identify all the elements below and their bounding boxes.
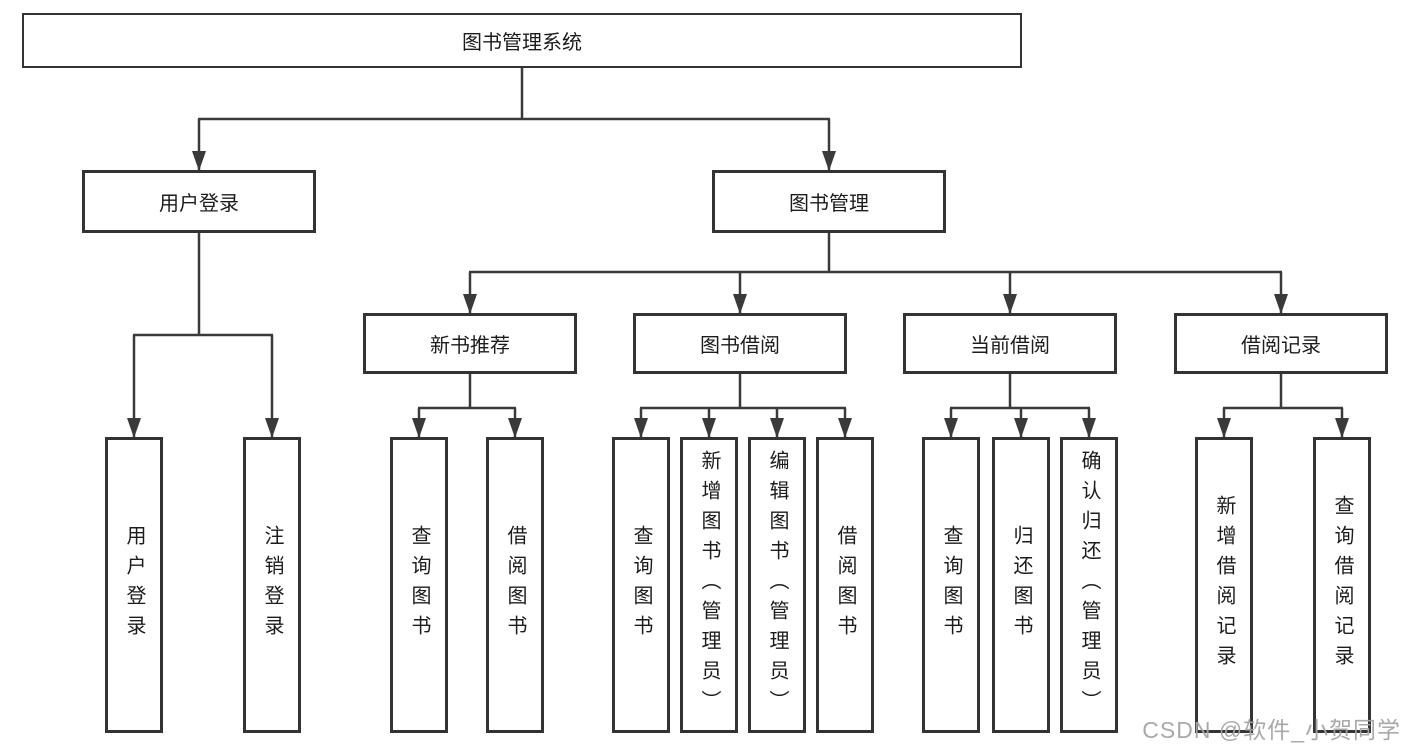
node-leaf-borrow-books: 借阅图书	[816, 437, 874, 733]
node-leaf-query-books-borrowing: 查询图书	[612, 437, 670, 733]
csdn-watermark: CSDN @软件_小贺同学	[1142, 717, 1401, 743]
node-leaf-query-books-current: 查询图书	[922, 437, 980, 733]
node-book-management-branch: 图书管理	[712, 170, 946, 233]
node-current-borrowing: 当前借阅	[903, 313, 1117, 374]
node-leaf-borrow-books-recommend: 借阅图书	[486, 437, 544, 733]
node-book-borrowing: 图书借阅	[633, 313, 847, 374]
node-leaf-user-login: 用户登录	[105, 437, 163, 733]
node-leaf-add-books-admin: 新增图书（管理员）	[680, 437, 738, 733]
node-leaf-query-borrow-record: 查询借阅记录	[1313, 437, 1371, 733]
node-leaf-edit-books-admin: 编辑图书（管理员）	[748, 437, 806, 733]
node-leaf-return-books: 归还图书	[992, 437, 1050, 733]
node-leaf-logout: 注销登录	[243, 437, 301, 733]
node-user-login-branch: 用户登录	[82, 170, 316, 233]
node-root-system: 图书管理系统	[22, 13, 1022, 68]
node-borrowing-records: 借阅记录	[1174, 313, 1388, 374]
node-leaf-confirm-return-admin: 确认归还（管理员）	[1060, 437, 1118, 733]
node-new-book-recommend: 新书推荐	[363, 313, 577, 374]
node-leaf-query-books-recommend: 查询图书	[390, 437, 448, 733]
node-leaf-add-borrow-record: 新增借阅记录	[1195, 437, 1253, 733]
